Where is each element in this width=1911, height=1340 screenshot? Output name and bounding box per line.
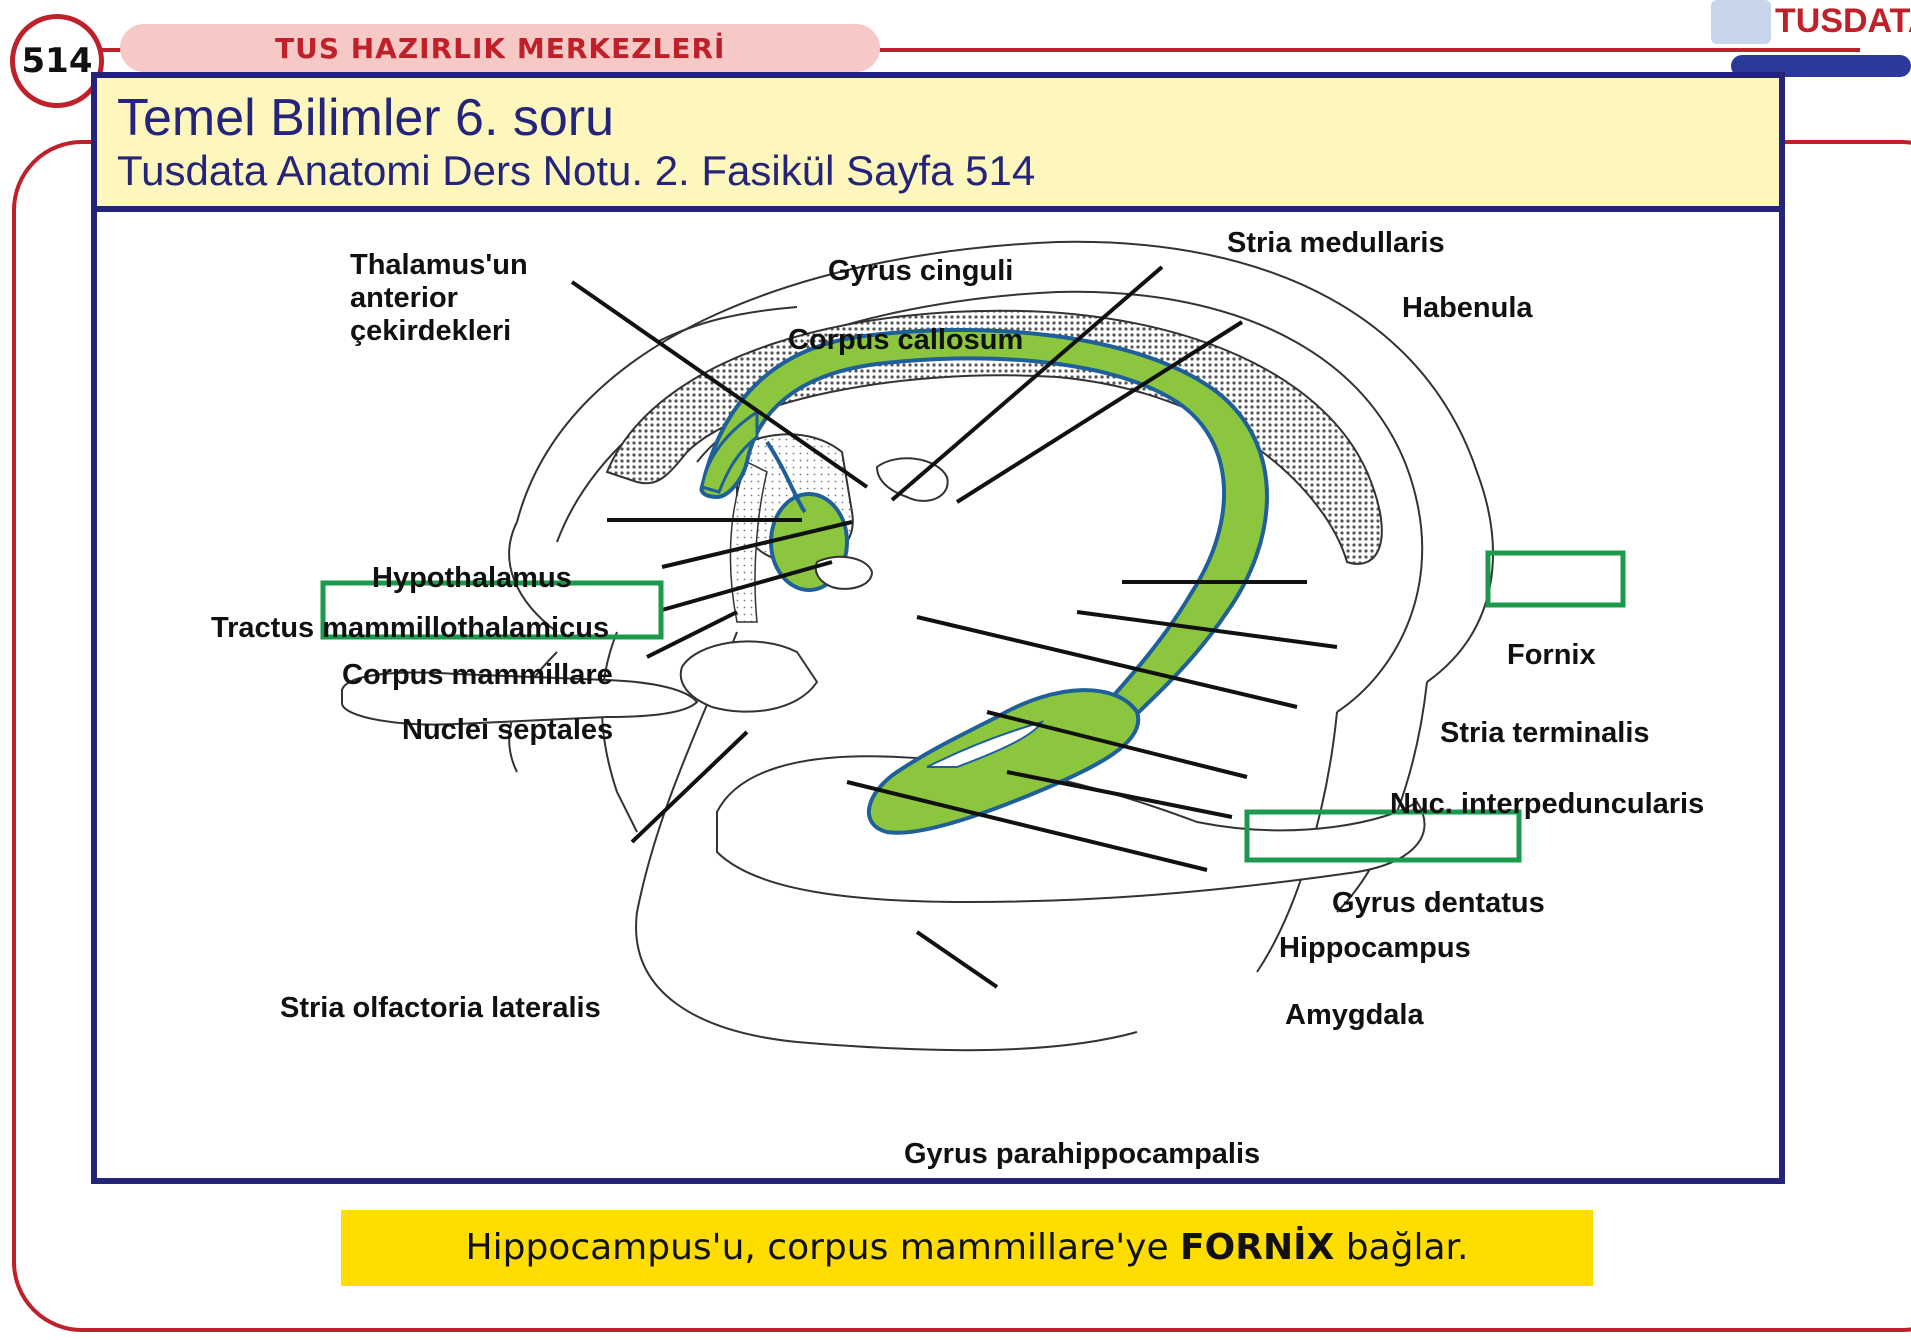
label-tractus: Tractus mammillothalamicus	[211, 612, 609, 644]
summary-caption: Hippocampus'u, corpus mammillare'ye FORN…	[341, 1210, 1593, 1286]
caption-text-2: bağlar.	[1334, 1227, 1468, 1268]
habenula-shape	[877, 458, 948, 501]
label-gyrus-dentatus: Gyrus dentatus	[1332, 887, 1545, 919]
question-title-block: Temel Bilimler 6. soru Tusdata Anatomi D…	[91, 72, 1785, 206]
label-nuc-interpeduncularis: Nuc. interpeduncularis	[1390, 788, 1704, 820]
brand-name: TUSDATA	[1775, 2, 1911, 41]
label-stria-terminalis: Stria terminalis	[1440, 717, 1650, 749]
fornix-highlight	[1488, 553, 1623, 605]
label-hippocampus: Hippocampus	[1279, 932, 1471, 964]
label-corpus-mammillare: Corpus mammillare	[342, 659, 613, 691]
anatomy-diagram: Thalamus'un anterior çekirdekleri Gyrus …	[91, 206, 1785, 1184]
label-nuclei-septales: Nuclei septales	[402, 714, 613, 746]
label-fornix: Fornix	[1507, 639, 1596, 671]
caption-keyword: FORNİX	[1180, 1227, 1334, 1268]
limbic-system-illustration: Thalamus'un anterior çekirdekleri Gyrus …	[97, 212, 1779, 1178]
label-thalamus-2: anterior	[350, 282, 458, 314]
label-hypothalamus: Hypothalamus	[372, 562, 572, 594]
label-corpus-callosum: Corpus callosum	[788, 324, 1023, 356]
label-thalamus-1: Thalamus'un	[350, 249, 528, 281]
label-thalamus-3: çekirdekleri	[350, 315, 511, 347]
page-number: 514	[10, 14, 104, 108]
source-reference: Tusdata Anatomi Ders Notu. 2. Fasikül Sa…	[117, 146, 1779, 196]
caption-text-1: Hippocampus'u, corpus mammillare'ye	[466, 1227, 1181, 1268]
header-section-title: TUS HAZIRLIK MERKEZLERİ	[120, 24, 880, 72]
amygdala-shape	[681, 641, 817, 711]
label-stria-olfactoria: Stria olfactoria lateralis	[280, 992, 601, 1024]
label-gyrus-cinguli: Gyrus cinguli	[828, 255, 1013, 287]
label-gyrus-parahippocampalis: Gyrus parahippocampalis	[904, 1138, 1260, 1170]
brand-logo: TUSDATA	[1711, 0, 1911, 80]
book-icon	[1711, 0, 1771, 44]
label-amygdala: Amygdala	[1285, 999, 1424, 1031]
interpeduncular-shape	[816, 557, 872, 589]
label-habenula: Habenula	[1402, 292, 1533, 324]
question-title: Temel Bilimler 6. soru	[117, 90, 1779, 146]
label-stria-medullaris: Stria medullaris	[1227, 227, 1445, 259]
